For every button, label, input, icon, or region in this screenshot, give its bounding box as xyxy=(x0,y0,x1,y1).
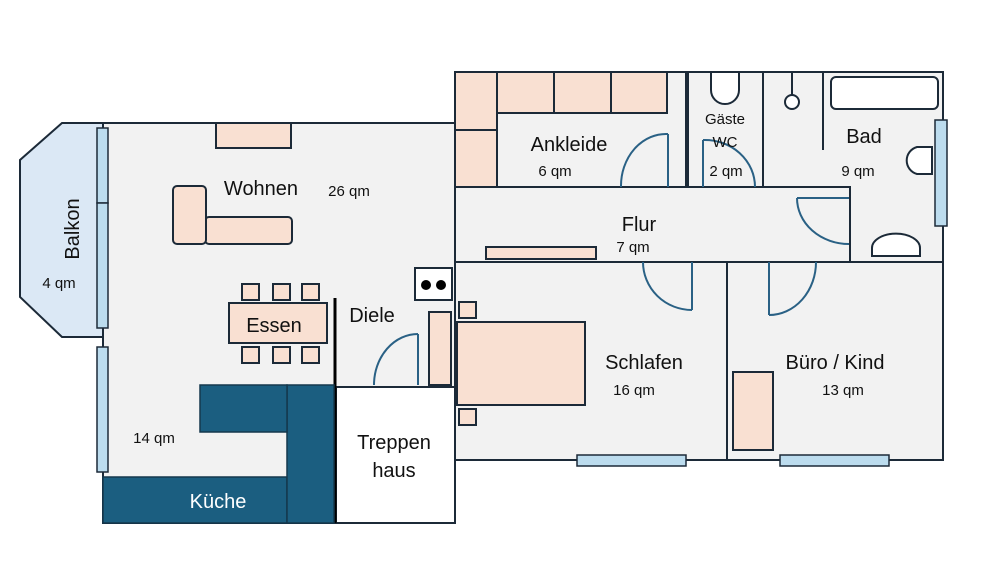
nightstand xyxy=(458,301,477,319)
chairs xyxy=(241,283,320,364)
kueche-label: Küche xyxy=(190,491,247,513)
treppenhaus-label: haus xyxy=(372,460,415,482)
door[interactable] xyxy=(702,138,756,188)
toilet-icon xyxy=(710,71,740,105)
essen-label: Essen xyxy=(246,315,302,337)
door[interactable] xyxy=(796,197,850,245)
ankleide-label: Ankleide xyxy=(531,134,608,156)
balkon-area: 4 qm xyxy=(42,275,75,292)
kitchen-island xyxy=(199,384,288,433)
gaeste-wc-label: Gäste xyxy=(705,111,745,128)
door[interactable] xyxy=(642,261,693,311)
desk xyxy=(732,371,774,451)
balkon-label: Balkon xyxy=(62,198,84,259)
wohnen-area: 26 qm xyxy=(328,183,370,200)
window xyxy=(934,119,948,227)
stove xyxy=(414,267,453,301)
buero-area: 13 qm xyxy=(822,382,864,399)
sofa xyxy=(172,185,207,245)
stove-burner xyxy=(436,280,446,290)
kueche-area: 14 qm xyxy=(133,430,175,447)
buero-label: Büro / Kind xyxy=(786,352,885,374)
dining-table xyxy=(228,302,328,344)
diele-label: Diele xyxy=(349,305,395,327)
treppenhaus-label: Treppen xyxy=(357,432,431,454)
bathtub-icon xyxy=(830,76,939,110)
stove-burner xyxy=(421,280,431,290)
stairwell xyxy=(335,386,456,524)
kitchen-counter xyxy=(102,476,288,524)
schlafen-area: 16 qm xyxy=(613,382,655,399)
window xyxy=(576,454,687,467)
bad-label: Bad xyxy=(846,126,882,148)
door[interactable] xyxy=(768,261,817,316)
wohnen-label: Wohnen xyxy=(224,178,298,200)
window xyxy=(96,346,109,473)
sink-icon xyxy=(871,232,921,257)
door[interactable] xyxy=(373,333,419,386)
sofa xyxy=(204,216,293,245)
gaeste-wc-area: 2 qm xyxy=(709,163,742,180)
shoe-cabinet xyxy=(485,246,597,260)
gaeste-wc-label: WC xyxy=(713,134,738,151)
wardrobe xyxy=(428,311,452,386)
bed xyxy=(456,321,586,406)
sideboard xyxy=(215,122,292,149)
schlafen-label: Schlafen xyxy=(605,352,683,374)
nightstand xyxy=(458,408,477,426)
ankleide-area: 6 qm xyxy=(538,163,571,180)
kitchen-counter xyxy=(286,384,335,524)
flur-area: 7 qm xyxy=(616,239,649,256)
shower-head-icon xyxy=(784,94,800,110)
window xyxy=(779,454,890,467)
window xyxy=(96,127,109,204)
flur-label: Flur xyxy=(622,214,657,236)
wardrobes xyxy=(454,71,668,188)
door[interactable] xyxy=(619,132,669,188)
window xyxy=(96,202,109,329)
bad-area: 9 qm xyxy=(841,163,874,180)
toilet-icon xyxy=(905,146,933,175)
